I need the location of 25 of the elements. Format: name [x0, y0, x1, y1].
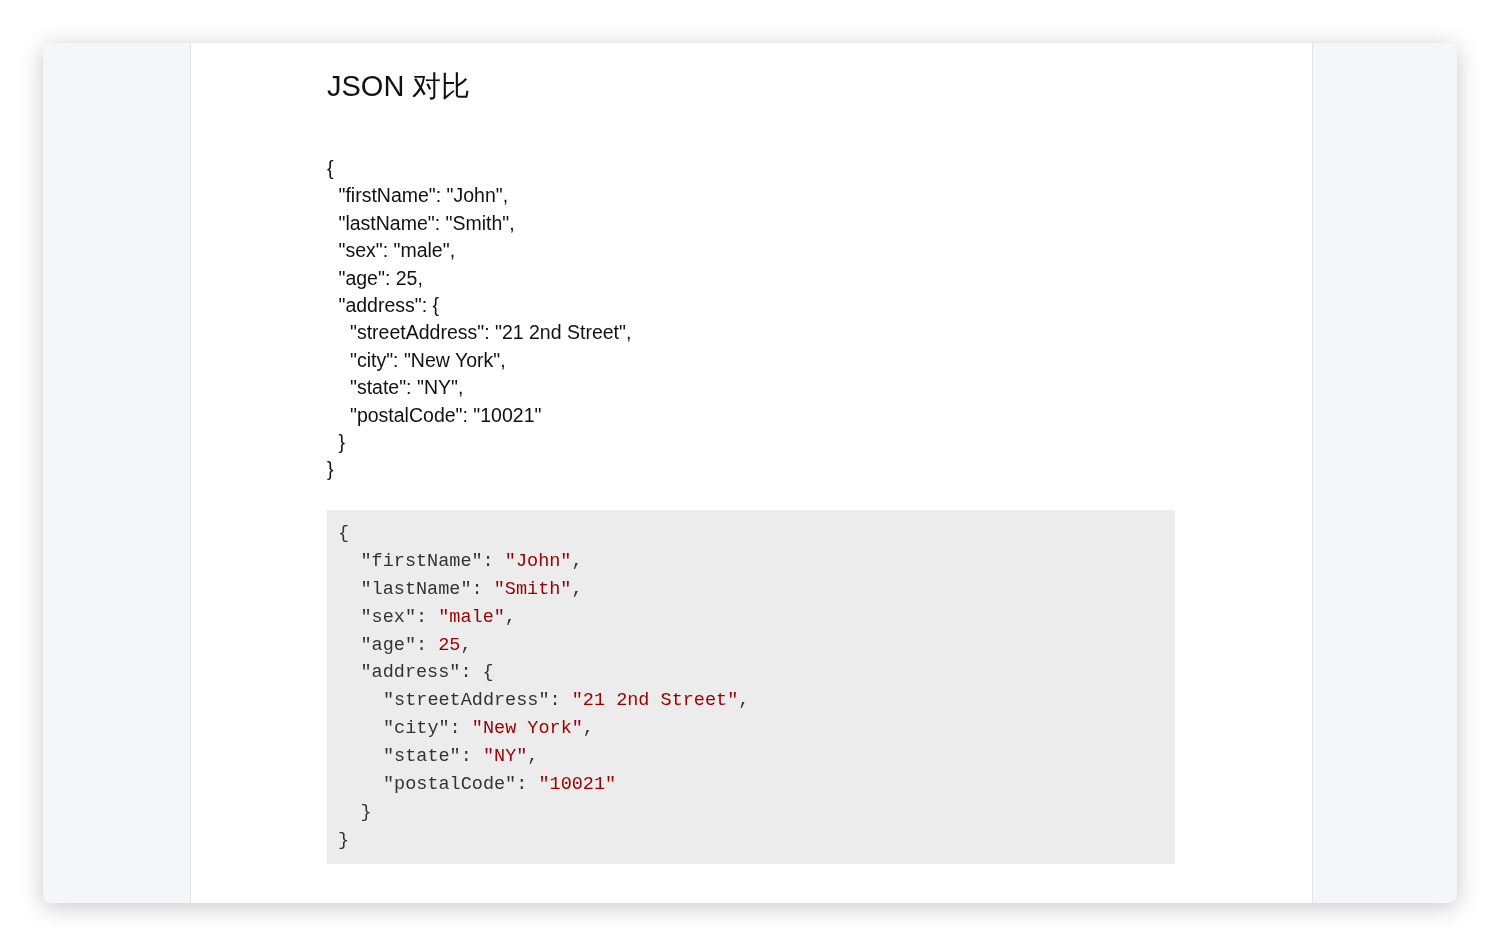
text-line: "city": "New York", — [349, 347, 506, 373]
text-line: "state": "NY", — [349, 375, 464, 401]
text-line: "streetAddress": "21 2nd Street", — [349, 320, 632, 346]
text-line: } — [337, 430, 345, 456]
text-line: "address": { — [337, 293, 440, 319]
code-line: "lastName": "Smith", — [359, 577, 583, 602]
text-line: "age": 25, — [337, 265, 423, 291]
text-line: } — [327, 457, 334, 483]
page-title: JSON 对比 — [327, 69, 471, 104]
code-line: "streetAddress": "21 2nd Street", — [382, 689, 750, 714]
code-line: "firstName": "John", — [359, 549, 583, 574]
code-line: "sex": "male", — [359, 605, 516, 630]
code-line: } — [359, 800, 372, 825]
code-line: } — [338, 828, 350, 853]
code-line: "city": "New York", — [382, 717, 594, 742]
code-line: "address": { — [359, 661, 494, 686]
code-line: "state": "NY", — [382, 745, 539, 770]
code-line: "postalCode": "10021" — [382, 773, 617, 798]
text-line: "sex": "male", — [337, 238, 456, 264]
code-line: { — [338, 521, 350, 546]
text-line: { — [327, 156, 334, 181]
text-line: "firstName": "John", — [337, 183, 509, 209]
text-line: "postalCode": "10021" — [349, 402, 542, 428]
code-line: "age": 25, — [359, 633, 472, 658]
text-line: "lastName": "Smith", — [337, 210, 515, 236]
